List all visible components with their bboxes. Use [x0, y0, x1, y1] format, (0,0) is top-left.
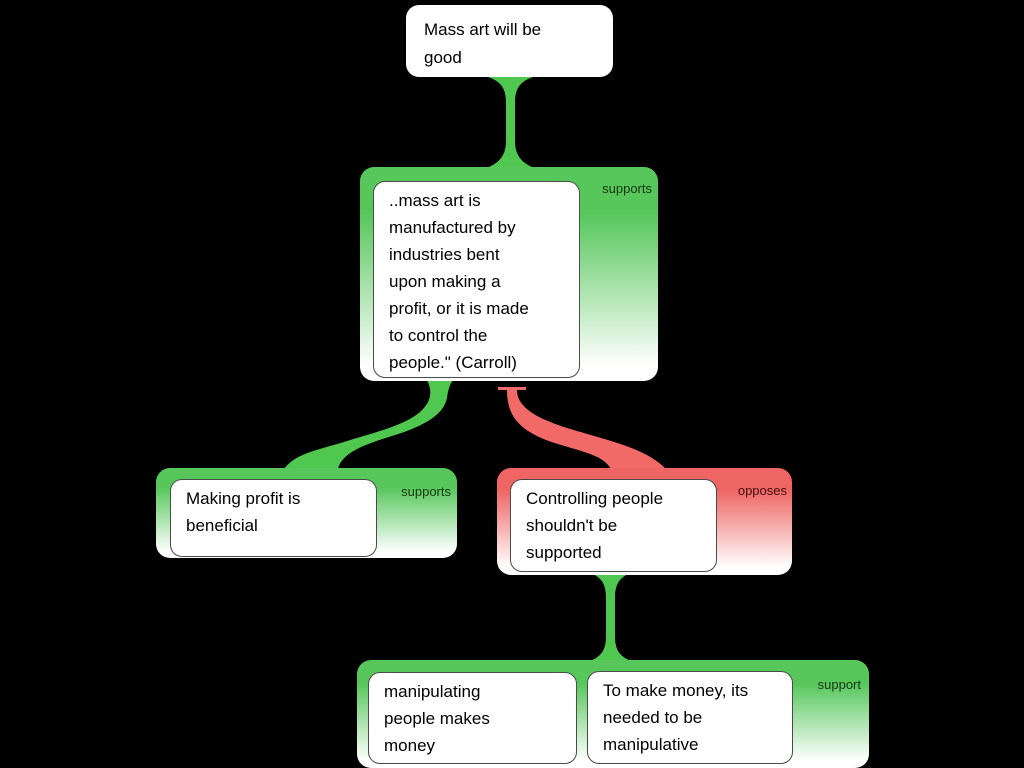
relation-label-support: support	[817, 677, 861, 692]
opposes-connector	[507, 390, 666, 469]
relation-label-supports: supports	[401, 484, 451, 499]
relation-label-supports: supports	[602, 181, 652, 196]
claim-root[interactable]: Mass art will be good	[406, 5, 613, 77]
supports-connector-left	[284, 380, 453, 469]
group-opposes-controlling[interactable]: opposes Controlling people shouldn't be …	[497, 468, 792, 575]
claim-profit[interactable]: Making profit is beneficial	[170, 479, 377, 557]
support-connector-bottom	[587, 572, 634, 662]
group-supports-profit[interactable]: supports Making profit is beneficial	[156, 468, 457, 558]
claim-controlling[interactable]: Controlling people shouldn't be supporte…	[510, 479, 717, 572]
claim-carroll[interactable]: ..mass art is manufactured by industries…	[373, 181, 580, 378]
claim-manipulating[interactable]: manipulating people makes money	[368, 672, 577, 764]
claim-make-money[interactable]: To make money, its needed to be manipula…	[587, 671, 793, 764]
group-supports-carroll[interactable]: supports ..mass art is manufactured by i…	[360, 167, 658, 381]
relation-label-opposes: opposes	[737, 483, 787, 498]
supports-connector-top	[487, 77, 534, 168]
opposes-connector-tick	[498, 387, 526, 390]
group-support-bottom[interactable]: support manipulating people makes money …	[357, 660, 869, 768]
